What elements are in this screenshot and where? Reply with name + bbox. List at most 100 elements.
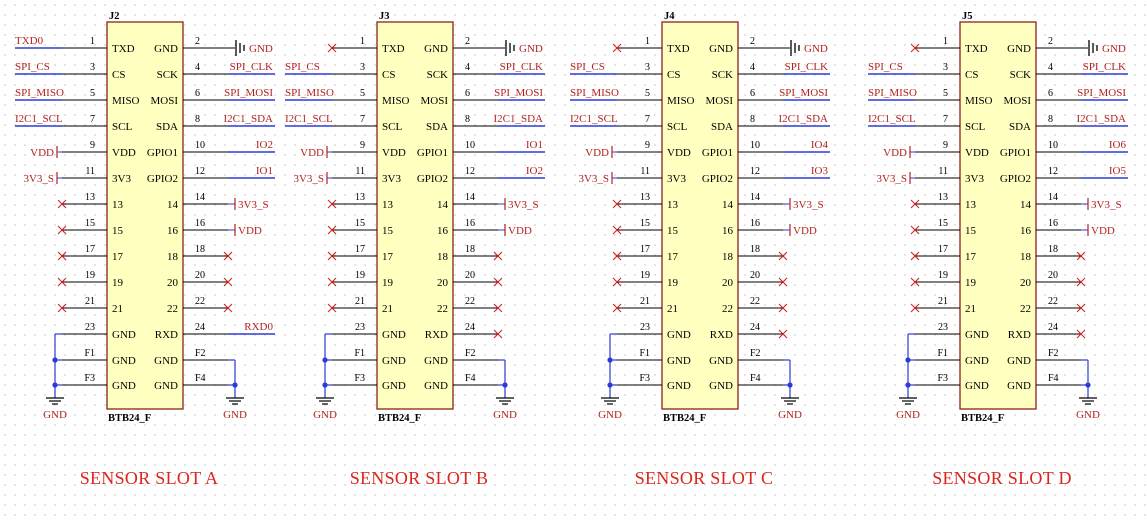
no-connect-mark [612, 277, 622, 287]
no-connect-stroke [910, 251, 920, 261]
net-label: SPI_CLK [500, 61, 543, 73]
ground-symbol: GND [778, 397, 802, 421]
connector-body [959, 21, 1037, 410]
pin-number: 4 [750, 62, 755, 73]
net-label: SPI_CS [15, 61, 50, 73]
pin-label: 13 [112, 199, 124, 211]
net-label: SPI_MISO [285, 87, 334, 99]
ground-symbol: GND [493, 397, 517, 421]
pin-label: VDD [112, 147, 136, 159]
pin-label: SDA [1009, 121, 1031, 133]
no-connect-stroke [223, 277, 233, 287]
net-label: SPI_MISO [570, 87, 619, 99]
pin-label: GPIO2 [417, 173, 448, 185]
pin-label: 14 [1020, 199, 1032, 211]
pin-number: 14 [1048, 192, 1058, 203]
no-connect-stroke [493, 329, 503, 339]
pin-label: 15 [667, 225, 679, 237]
pin-number: 22 [195, 296, 205, 307]
pin-number: 2 [465, 36, 470, 47]
junction-dot [322, 382, 328, 388]
pin-label: 3V3 [112, 173, 131, 185]
pin-label: SCK [427, 69, 448, 81]
pin-number: 18 [1048, 244, 1058, 255]
pin-label: 14 [437, 199, 449, 211]
pin-number: 9 [90, 140, 95, 151]
pin-label: TXD [382, 43, 405, 55]
pin-label: 21 [382, 303, 393, 315]
pin-number: 2 [195, 36, 200, 47]
pin-label: GND [424, 43, 448, 55]
pin-label: RXD [155, 329, 178, 341]
pin-label: 19 [965, 277, 977, 289]
net-label: IO3 [811, 165, 829, 177]
net-label: 3V3_S [1091, 199, 1122, 211]
net-label: VDD [30, 147, 54, 159]
no-connect-stroke [910, 277, 920, 287]
pin-label: 21 [112, 303, 123, 315]
no-connect-mark [223, 303, 233, 313]
pin-label: GPIO1 [1000, 147, 1031, 159]
pin-label: 21 [965, 303, 976, 315]
pin-label: 3V3 [965, 173, 984, 185]
no-connect-mark [612, 225, 622, 235]
no-connect-mark [910, 251, 920, 261]
pin-label: SCL [112, 121, 132, 133]
pin-label: 21 [667, 303, 678, 315]
pin-number: 6 [195, 88, 200, 99]
ground-label: GND [1076, 409, 1100, 421]
no-connect-stroke [1076, 329, 1086, 339]
net-label: I2C1_SCL [15, 113, 63, 125]
pin-number: 1 [943, 36, 948, 47]
pin-number: 2 [750, 36, 755, 47]
pin-number: F2 [1048, 348, 1059, 359]
net-label: VDD [585, 147, 609, 159]
gnd-flag-symbol [790, 40, 800, 56]
pin-number: 7 [360, 114, 365, 125]
pin-label: GPIO1 [417, 147, 448, 159]
net-label: I2C1_SCL [570, 113, 618, 125]
pin-number: F1 [354, 348, 365, 359]
pin-label: 13 [667, 199, 679, 211]
no-connect-mark [612, 43, 622, 53]
no-connect-mark [1076, 277, 1086, 287]
pin-label: VDD [667, 147, 691, 159]
no-connect-stroke [327, 251, 337, 261]
pin-number: F2 [195, 348, 206, 359]
pin-number: 15 [85, 218, 95, 229]
pin-label: GND [424, 380, 448, 392]
pin-number: 24 [195, 322, 205, 333]
no-connect-stroke [223, 251, 233, 261]
pin-label: 15 [965, 225, 977, 237]
no-connect-stroke [910, 225, 920, 235]
no-connect-mark [493, 251, 503, 261]
pin-number: 8 [465, 114, 470, 125]
no-connect-mark [57, 303, 67, 313]
connector-refdes: J5 [962, 11, 973, 22]
net-label: 3V3_S [508, 199, 539, 211]
pin-label: 22 [1020, 303, 1031, 315]
pin-label: GND [1007, 355, 1031, 367]
pin-number: 15 [640, 218, 650, 229]
pin-number: 18 [750, 244, 760, 255]
no-connect-stroke [493, 251, 503, 261]
pin-number: F1 [639, 348, 650, 359]
junction-dot [607, 357, 613, 363]
ground-symbol: GND [1076, 397, 1100, 421]
no-connect-mark [57, 199, 67, 209]
pin-number: 14 [750, 192, 760, 203]
pin-number: 17 [640, 244, 650, 255]
pin-number: 12 [195, 166, 205, 177]
no-connect-stroke [1076, 277, 1086, 287]
no-connect-stroke [1076, 251, 1086, 261]
no-connect-stroke [910, 43, 920, 53]
pin-number: 15 [355, 218, 365, 229]
pin-label: CS [382, 69, 395, 81]
connector-refdes: J2 [109, 11, 120, 22]
pin-label: 14 [722, 199, 734, 211]
pin-number: F4 [1048, 373, 1059, 384]
pin-number: 16 [195, 218, 205, 229]
pin-label: 18 [1020, 251, 1032, 263]
no-connect-stroke [57, 199, 67, 209]
pin-number: 19 [355, 270, 365, 281]
